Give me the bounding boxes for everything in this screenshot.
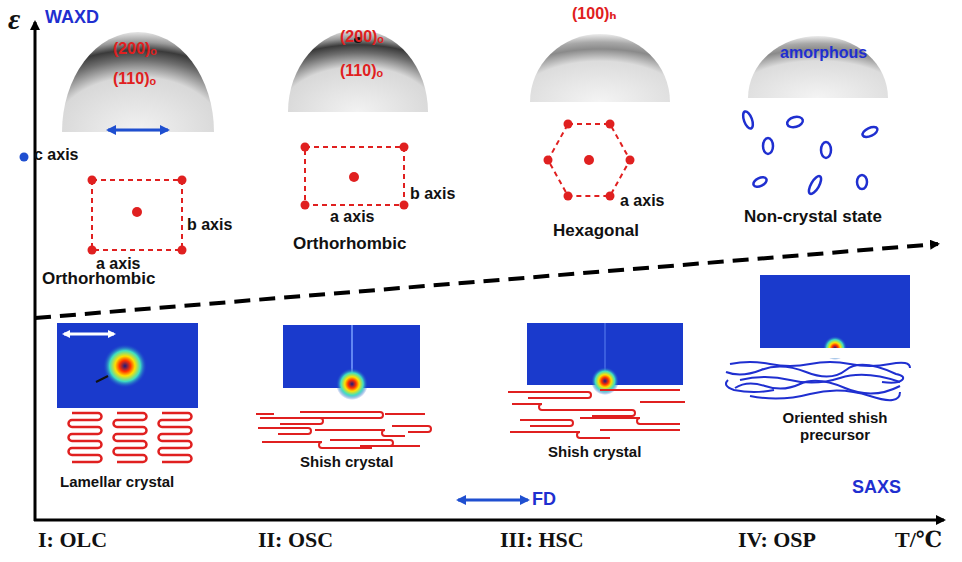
label: Non-crystal state — [744, 208, 882, 227]
label: c axis — [34, 146, 78, 164]
label: II: OSC — [258, 528, 333, 552]
label: Orthorhombic — [293, 235, 406, 254]
label: amorphous — [780, 44, 867, 62]
label: (100)ₕ — [572, 5, 617, 23]
label: Orthorhombic — [42, 270, 155, 289]
label: b axis — [187, 216, 232, 234]
label: (110)ₒ — [340, 62, 383, 80]
label: a axis — [330, 208, 374, 226]
label: FD — [532, 490, 556, 510]
label: Shish crystal — [300, 454, 393, 471]
label: T/℃ — [895, 528, 942, 552]
label: Shish crystal — [548, 444, 641, 461]
label: (200)ₒ — [113, 40, 157, 58]
label: SAXS — [852, 478, 901, 498]
label: b axis — [410, 185, 455, 203]
label: IV: OSP — [738, 528, 816, 552]
label: ε — [8, 2, 20, 35]
label: III: HSC — [500, 528, 584, 552]
label: WAXD — [45, 8, 99, 28]
label: Lamellar crystal — [60, 474, 174, 491]
label: (110)ₒ — [113, 70, 156, 88]
label: a axis — [620, 192, 664, 210]
label: Hexagonal — [553, 222, 639, 241]
label: I: OLC — [38, 528, 107, 552]
label: Oriented shish precursor — [760, 410, 910, 443]
label: (200)ₒ — [340, 28, 384, 46]
